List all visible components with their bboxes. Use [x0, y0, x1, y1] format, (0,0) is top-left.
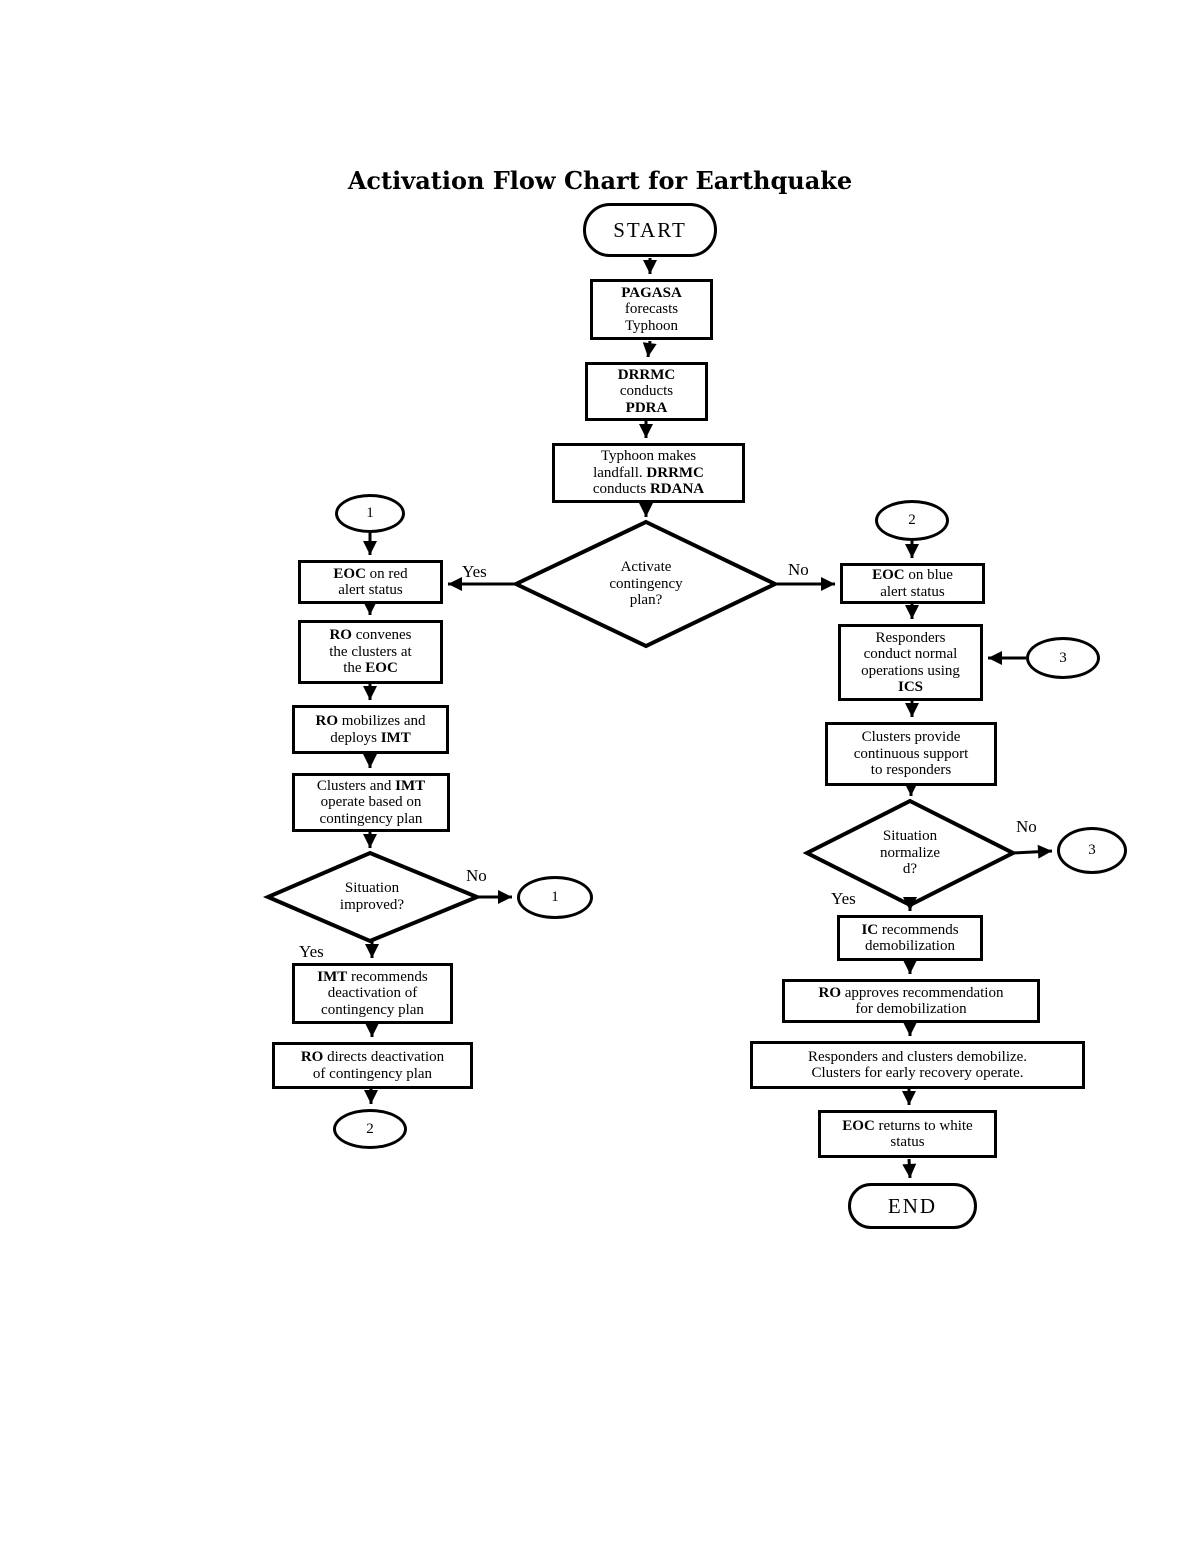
node-pagasa-forecast: PAGASA forecasts Typhoon: [590, 279, 713, 340]
connector-1-entry: 1: [335, 494, 405, 533]
edge-label-activate-no: No: [788, 560, 809, 579]
start-label: START: [613, 217, 687, 242]
connector-3-entry: 3: [1026, 637, 1100, 679]
connector-3-exit: 3: [1057, 827, 1127, 874]
node-responders-ics: Responders conduct normal operations usi…: [838, 624, 983, 701]
node-drrmc-pdra: DRRMC conducts PDRA: [585, 362, 708, 421]
node-start: START: [583, 203, 717, 257]
node-ro-convenes-clusters: RO convenes the clusters at the EOC: [298, 620, 443, 684]
node-responders-demobilize: Responders and clusters demobilize. Clus…: [750, 1041, 1085, 1089]
decision-situation-normalized: Situation normalize d?: [880, 828, 940, 877]
node-eoc-blue-alert: EOC on blue alert status: [840, 563, 985, 604]
arrow-eoc-white-to-end: [902, 1158, 917, 1179]
node-clusters-imt-operate: Clusters and IMT operate based on contin…: [292, 773, 450, 832]
edge-label-improved-yes: Yes: [299, 942, 324, 961]
arrow-normalized-no: [1012, 844, 1053, 859]
connector-2-entry: 2: [875, 500, 949, 541]
node-ic-recommends-demobilization: IC recommends demobilization: [837, 915, 983, 961]
page-title: Activation Flow Chart for Earthquake: [347, 166, 853, 195]
edge-label-normalized-no: No: [1016, 817, 1037, 836]
decision-situation-improved: Situation improved?: [339, 880, 405, 913]
decision-activate-plan: Activate contingency plan?: [609, 559, 683, 608]
edge-label-normalized-yes: Yes: [831, 889, 856, 908]
connector-2-exit: 2: [333, 1109, 407, 1149]
node-typhoon-landfall-rdana: Typhoon makes landfall. DRRMC conducts R…: [552, 443, 745, 503]
node-clusters-support: Clusters provide continuous support to r…: [825, 722, 997, 786]
node-eoc-red-alert: EOC on red alert status: [298, 560, 443, 604]
edge-label-activate-yes: Yes: [462, 562, 487, 581]
node-end: END: [848, 1183, 977, 1229]
connector-1-exit: 1: [517, 876, 593, 919]
node-ro-directs-deactivation: RO directs deactivation of contingency p…: [272, 1042, 473, 1089]
edge-label-improved-no: No: [466, 866, 487, 885]
decision-situation-improved-shape: [262, 850, 483, 944]
node-imt-recommends-deactivation: IMT recommends deactivation of contingen…: [292, 963, 453, 1024]
connector-arrows: [363, 258, 1053, 1179]
node-ro-approves-demobilization: RO approves recommendation for demobiliz…: [782, 979, 1040, 1023]
arrow-pagasa-to-drrmc: [642, 340, 657, 358]
decision-diamonds: [262, 519, 1018, 944]
node-ro-mobilizes-imt: RO mobilizes and deploys IMT: [292, 705, 449, 754]
node-eoc-white-status: EOC returns to white status: [818, 1110, 997, 1158]
end-label: END: [887, 1193, 938, 1218]
decision-activate-plan-shape: [511, 519, 780, 649]
